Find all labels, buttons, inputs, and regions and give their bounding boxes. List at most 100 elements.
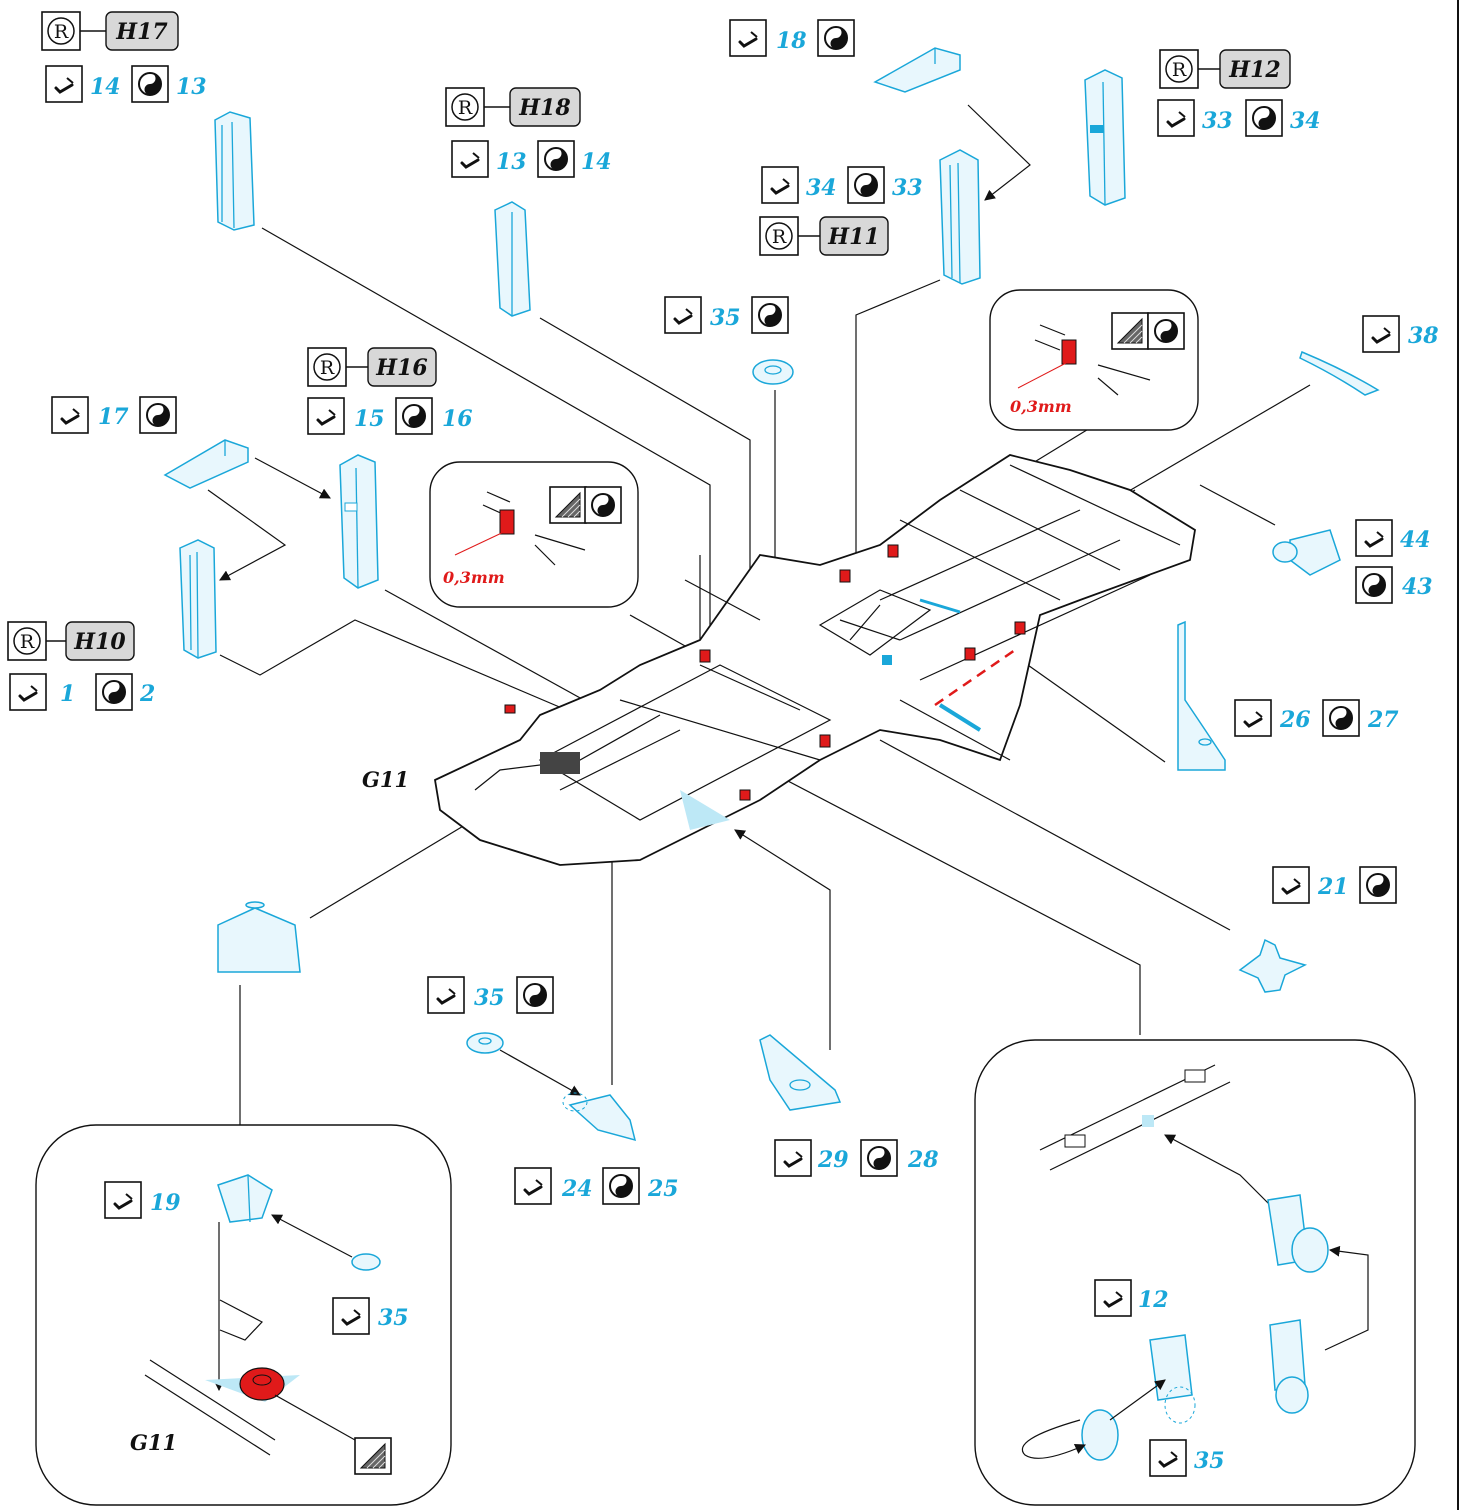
measurement-left: 0,3mm bbox=[443, 568, 505, 587]
registered-r-icon bbox=[41, 11, 81, 51]
p28-part: 28 bbox=[907, 1147, 939, 1173]
code-h16: H16 bbox=[375, 355, 427, 381]
registered-r-icon bbox=[7, 621, 47, 661]
inset-right-panel: 12 35 bbox=[974, 1039, 1416, 1506]
part-lamp-44 bbox=[1272, 529, 1341, 576]
chassis-g11 bbox=[434, 454, 1196, 866]
paint-half-icon bbox=[139, 396, 177, 434]
glue-icon bbox=[663, 295, 703, 335]
paint-half-icon bbox=[602, 1167, 640, 1205]
glue-icon bbox=[306, 396, 346, 436]
glue-icon bbox=[1093, 1278, 1133, 1318]
p18-part: 18 bbox=[776, 28, 807, 54]
part-disc-35-mid bbox=[466, 1032, 504, 1054]
glue-icon bbox=[1148, 1438, 1188, 1478]
part-bracket-29 bbox=[759, 1034, 842, 1111]
glue-icon bbox=[513, 1166, 553, 1206]
glue-icon bbox=[773, 1138, 813, 1178]
p26-part: 26 bbox=[1279, 707, 1311, 733]
paint-half-icon bbox=[1147, 312, 1185, 350]
inset-left-panel: 19 35 G11 bbox=[35, 1124, 452, 1506]
h10-part-b: 2 bbox=[139, 681, 155, 707]
part-hood-19 bbox=[217, 901, 301, 973]
p24-part: 24 bbox=[561, 1176, 593, 1202]
p35-top-part: 35 bbox=[710, 305, 741, 331]
part-pillar-h16 bbox=[339, 454, 379, 589]
glue-icon bbox=[728, 18, 768, 58]
part-bracket-18 bbox=[873, 47, 961, 93]
p44-part: 44 bbox=[1400, 527, 1431, 553]
detail-inset-left: 0,3mm bbox=[429, 461, 639, 608]
callout-38: 38 bbox=[1361, 314, 1439, 354]
glue-icon bbox=[1354, 518, 1394, 558]
callout-h10: H10 1 2 bbox=[7, 621, 155, 712]
p43-part: 43 bbox=[1402, 574, 1433, 600]
glue-icon bbox=[103, 1180, 143, 1220]
h17-part-b: 13 bbox=[176, 74, 207, 100]
glue-icon bbox=[331, 1296, 371, 1336]
part-pillar-h10 bbox=[179, 539, 217, 659]
paint-half-icon bbox=[1245, 99, 1283, 137]
callout-17: 17 bbox=[50, 395, 177, 435]
callout-h12: H12 33 34 bbox=[1156, 49, 1321, 138]
p35-mid-part: 35 bbox=[474, 985, 505, 1011]
glue-icon bbox=[426, 975, 466, 1015]
callout-26-27: 26 27 bbox=[1233, 698, 1399, 738]
paint-half-icon bbox=[95, 673, 133, 711]
paint-half-icon bbox=[516, 976, 554, 1014]
code-h18: H18 bbox=[518, 95, 570, 121]
glue-icon bbox=[50, 395, 90, 435]
callout-35-top: 35 bbox=[663, 295, 789, 335]
part-disc-35-top bbox=[752, 359, 794, 385]
paint-half-icon bbox=[395, 397, 433, 435]
part-pillar-h17 bbox=[214, 111, 255, 231]
paint-half-icon bbox=[817, 19, 855, 57]
inset-part-label-g11: G11 bbox=[130, 1430, 177, 1455]
p17-part: 17 bbox=[98, 404, 129, 430]
part-bracket-17 bbox=[163, 439, 249, 489]
part-pillar-h12 bbox=[1084, 69, 1126, 206]
part-bracket-24 bbox=[562, 1092, 637, 1142]
paint-half-icon bbox=[1359, 866, 1397, 904]
registered-r-icon bbox=[307, 347, 347, 387]
callout-21: 21 bbox=[1271, 865, 1397, 905]
glue-icon bbox=[1361, 314, 1401, 354]
glue-icon bbox=[44, 64, 84, 104]
h18-part-b: 14 bbox=[581, 149, 612, 175]
callout-h11: 34 33 H11 bbox=[759, 165, 923, 256]
texture-hatch-icon bbox=[549, 486, 587, 524]
callout-h16: H16 15 16 bbox=[306, 347, 473, 436]
glue-icon bbox=[8, 672, 48, 712]
glue-icon bbox=[450, 139, 490, 179]
callout-h17: H17 14 13 bbox=[41, 11, 207, 104]
h16-part-a: 15 bbox=[354, 406, 385, 432]
callout-35-mid: 35 bbox=[426, 975, 554, 1015]
registered-r-icon bbox=[759, 216, 799, 256]
inset-left-part-b: 35 bbox=[378, 1305, 409, 1331]
glue-icon bbox=[760, 165, 800, 205]
glue-icon bbox=[1156, 98, 1196, 138]
glue-icon bbox=[1233, 698, 1273, 738]
h11-part-b: 33 bbox=[892, 175, 923, 201]
code-h11: H11 bbox=[827, 224, 879, 250]
p38-part: 38 bbox=[1408, 323, 1439, 349]
callout-24-25: 24 25 bbox=[513, 1166, 679, 1206]
glue-icon bbox=[1271, 865, 1311, 905]
paint-half-icon bbox=[131, 65, 169, 103]
paint-half-icon bbox=[537, 140, 575, 178]
h10-part-a: 1 bbox=[60, 681, 75, 707]
code-h10: H10 bbox=[73, 629, 126, 655]
h12-part-a: 33 bbox=[1202, 108, 1233, 134]
paint-half-icon bbox=[1355, 566, 1393, 604]
inset-left-part-a: 19 bbox=[150, 1190, 181, 1216]
code-h17: H17 bbox=[115, 19, 168, 45]
inset-right-part-b: 35 bbox=[1194, 1448, 1225, 1474]
inset-right-part-a: 12 bbox=[1138, 1287, 1169, 1313]
part-panel-26 bbox=[1177, 620, 1226, 771]
paint-half-icon bbox=[860, 1139, 898, 1177]
part-strip-38 bbox=[1299, 350, 1380, 396]
h18-part-a: 13 bbox=[496, 149, 527, 175]
callout-h18: H18 13 14 bbox=[445, 87, 612, 179]
p21-part: 21 bbox=[1317, 874, 1349, 900]
